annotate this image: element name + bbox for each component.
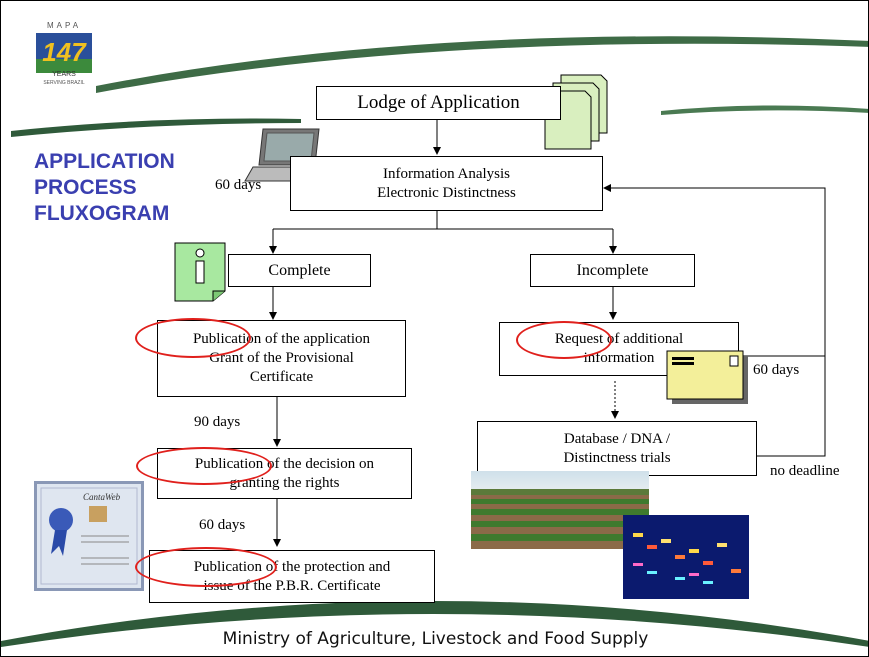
highlight-oval-publication-app bbox=[135, 318, 251, 358]
certificate-seal-graphic bbox=[40, 487, 138, 585]
mid-swoosh bbox=[11, 118, 301, 137]
title-line-2: PROCESS bbox=[34, 176, 137, 199]
incomplete-box: Incomplete bbox=[530, 254, 695, 287]
mapa-logo: MAPA 147 YEARS SERVING BRAZIL bbox=[34, 21, 94, 91]
footer-ministry: Ministry of Agriculture, Livestock and F… bbox=[222, 629, 649, 649]
lodge-label: Lodge of Application bbox=[357, 92, 520, 114]
title-line-3: FLUXOGRAM bbox=[34, 202, 170, 225]
database-line-2: Distinctness trials bbox=[563, 449, 671, 466]
publication-app-line-2: Grant of the Provisional bbox=[209, 350, 354, 367]
incomplete-label: Incomplete bbox=[576, 261, 649, 279]
info-icon bbox=[174, 242, 226, 302]
request-line-2: information bbox=[583, 350, 655, 366]
decision-line-2: granting the rights bbox=[229, 474, 340, 491]
days-60-left-label: 60 days bbox=[199, 517, 246, 533]
logo-number: 147 bbox=[42, 37, 86, 67]
top-swoosh bbox=[96, 36, 868, 93]
publication-application-box: Publication of the application Grant of … bbox=[157, 320, 406, 397]
information-analysis-box: Information Analysis Electronic Distinct… bbox=[290, 156, 603, 211]
logo-top-text: MAPA bbox=[46, 21, 82, 30]
protection-box: Publication of the protection and issue … bbox=[149, 550, 435, 603]
certificate-name: CantaWeb bbox=[83, 492, 121, 502]
database-box: Database / DNA / Distinctness trials bbox=[477, 421, 757, 476]
loop-feedback bbox=[603, 184, 826, 457]
no-deadline-label: no deadline bbox=[770, 463, 840, 479]
envelope-icon bbox=[666, 350, 748, 404]
lodge-application-box: Lodge of Application bbox=[316, 86, 561, 120]
bottom-swoosh bbox=[1, 601, 868, 647]
analysis-line-2: Electronic Distinctness bbox=[377, 184, 516, 201]
days-90-label: 90 days bbox=[194, 414, 241, 430]
diagram-title: APPLICATION PROCESS FLUXOGRAM bbox=[34, 149, 175, 227]
highlight-oval-request bbox=[516, 321, 612, 359]
database-line-1: Database / DNA / bbox=[563, 430, 671, 447]
publication-app-line-3: Certificate bbox=[249, 368, 314, 385]
complete-label: Complete bbox=[268, 261, 331, 279]
dna-gel-photo bbox=[623, 515, 749, 599]
right-swoosh bbox=[661, 105, 868, 115]
certificate-image: CantaWeb bbox=[34, 481, 144, 591]
complete-box: Complete bbox=[228, 254, 371, 287]
days-60-right-label: 60 days bbox=[753, 362, 800, 378]
highlight-oval-decision bbox=[136, 447, 272, 485]
days-analysis-label: 60 days bbox=[215, 177, 262, 193]
field-trial-photo bbox=[471, 471, 649, 549]
analysis-line-1: Information Analysis bbox=[382, 165, 511, 182]
logo-sub-text: YEARS bbox=[52, 71, 76, 78]
logo-tagline: SERVING BRAZIL bbox=[43, 80, 85, 86]
highlight-oval-protection bbox=[135, 547, 277, 587]
title-line-1: APPLICATION bbox=[34, 150, 175, 173]
logo-graphic bbox=[36, 33, 92, 73]
